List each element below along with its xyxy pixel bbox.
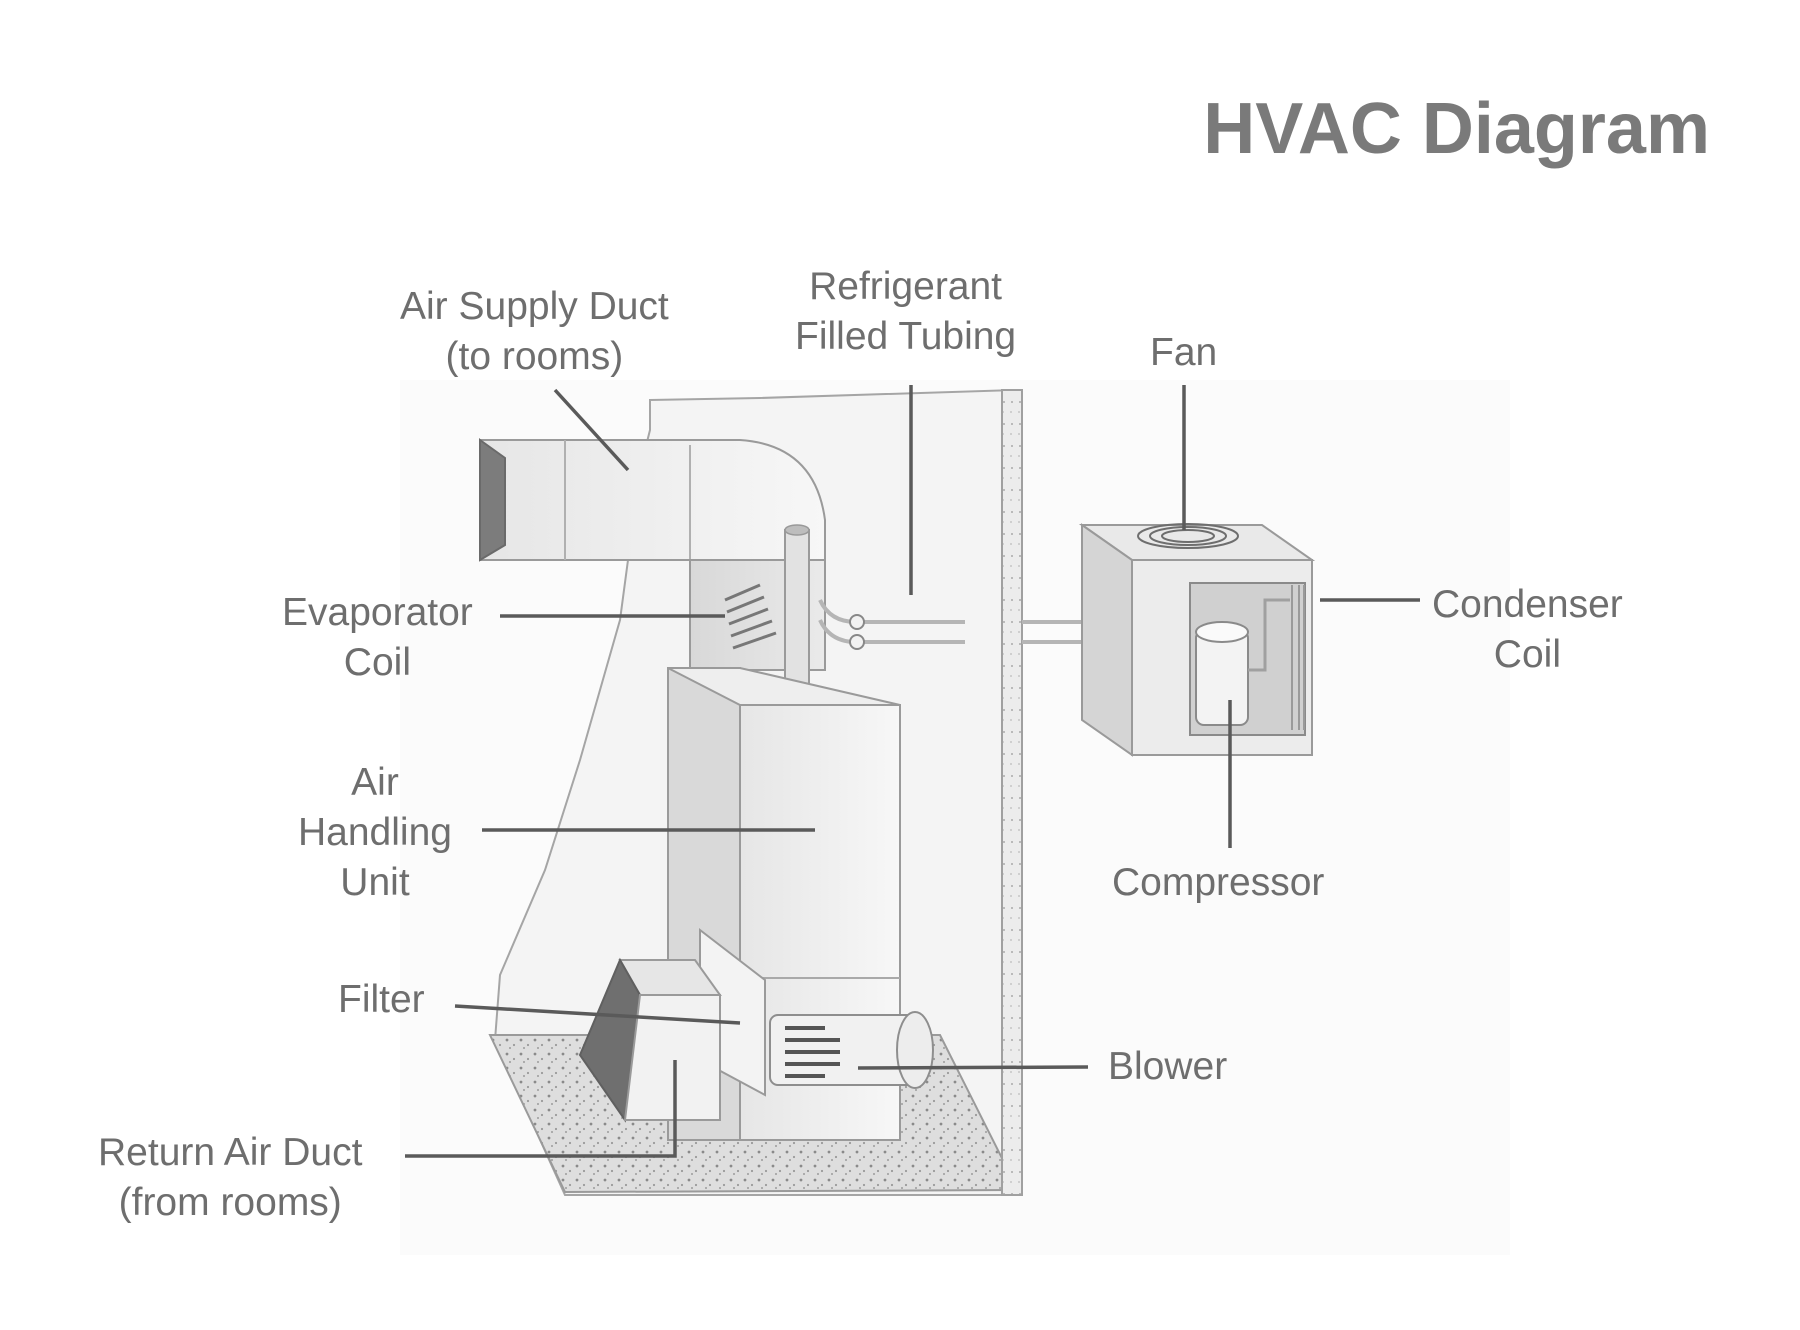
leader-filter xyxy=(454,1004,741,1025)
label-air-supply-duct: Air Supply Duct (to rooms) xyxy=(400,285,669,378)
duct-opening xyxy=(479,438,506,562)
tubing-fitting xyxy=(849,614,865,630)
blower-vents xyxy=(785,1026,840,1078)
label-blower: Blower xyxy=(1108,1045,1228,1088)
air-supply-duct xyxy=(479,439,826,571)
compressor-unit xyxy=(1195,598,1290,726)
label-return-air-duct: Return Air Duct (from rooms) xyxy=(98,1131,363,1224)
evaporator-fins xyxy=(724,583,777,650)
condenser-side xyxy=(1081,523,1133,757)
page-title: HVAC Diagram xyxy=(1203,89,1710,169)
label-refrigerant-tubing: Refrigerant Filled Tubing xyxy=(795,265,1017,358)
label-air-handling-unit: Air Handling Unit xyxy=(298,761,452,904)
leader-blower xyxy=(857,1065,1089,1070)
fan-grille xyxy=(1137,523,1239,549)
leader-return-air-duct xyxy=(405,1060,677,1158)
leader-lines xyxy=(405,385,1420,1158)
label-compressor: Compressor xyxy=(1112,861,1325,904)
blower-end xyxy=(896,1011,934,1089)
label-condenser-coil: Condenser Coil xyxy=(1432,583,1623,676)
vent-pipe xyxy=(784,529,810,696)
exterior-wall xyxy=(1001,389,1023,1196)
label-fan: Fan xyxy=(1150,331,1218,374)
label-evaporator-coil: Evaporator Coil xyxy=(282,591,473,684)
label-filter: Filter xyxy=(338,978,425,1021)
vent-pipe-top xyxy=(784,524,810,536)
condenser-coil-fins xyxy=(1291,585,1305,730)
tubing-fitting xyxy=(849,634,865,650)
leader-air-supply-duct xyxy=(553,388,630,472)
return-duct-front xyxy=(623,994,721,1121)
